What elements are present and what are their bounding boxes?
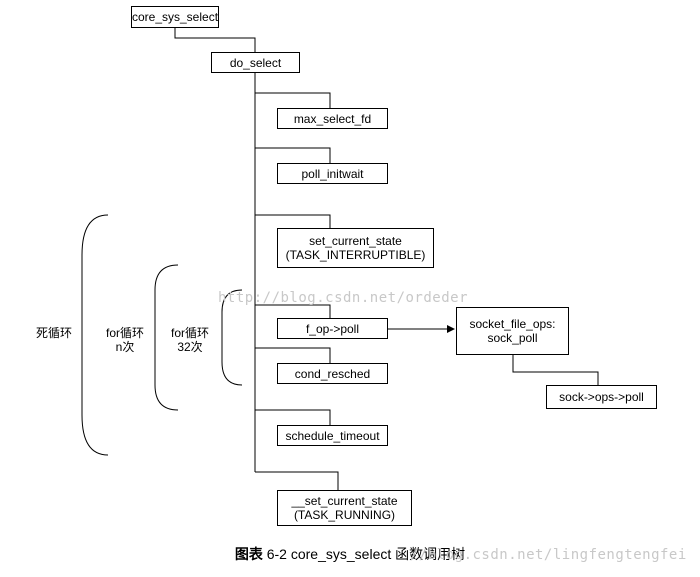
node-label: max_select_fd: [293, 111, 372, 126]
node-set-current-state-running: __set_current_state (TASK_RUNNING): [277, 490, 412, 526]
node-poll-initwait: poll_initwait: [277, 163, 388, 184]
node-label-line1: __set_current_state: [291, 494, 398, 508]
outer-loop-bracket: [81, 214, 109, 456]
connector-schedule-timeout: [255, 409, 331, 425]
node-core-sys-select: core_sys_select: [131, 6, 219, 28]
node-label: f_op->poll: [305, 321, 360, 336]
caption-number: 6-2: [266, 546, 287, 562]
node-label-line1: set_current_state: [309, 234, 402, 248]
node-sock-ops-poll: sock->ops->poll: [546, 385, 657, 409]
node-label: poll_initwait: [301, 166, 364, 181]
figure-caption: 图表 6-2 core_sys_select 函数调用树: [0, 544, 700, 564]
connector-cond-resched: [255, 347, 331, 363]
node-label: sock->ops->poll: [559, 390, 644, 404]
node-socket-file-ops: socket_file_ops: sock_poll: [456, 307, 569, 355]
node-label: schedule_timeout: [285, 428, 380, 443]
node-label: core_sys_select: [131, 10, 219, 24]
loop-label-middle-line2: n次: [115, 340, 135, 354]
node-set-current-state: set_current_state (TASK_INTERRUPTIBLE): [277, 228, 434, 268]
loop-label-outer: 死循环: [36, 326, 73, 340]
connector-sock-poll-to-ops: [512, 355, 599, 385]
node-label: do_select: [229, 55, 282, 70]
node-schedule-timeout: schedule_timeout: [277, 425, 388, 446]
connector-max-select-fd: [255, 92, 331, 108]
watermark-bottom: //blog.csdn.net/lingfengtengfei: [410, 547, 687, 563]
node-f-op-poll: f_op->poll: [277, 318, 388, 339]
node-label: cond_resched: [294, 366, 371, 381]
loop-label-inner-line2: 32次: [177, 340, 203, 354]
inner-loop-bracket: [221, 289, 243, 386]
node-cond-resched: cond_resched: [277, 363, 388, 384]
node-max-select-fd: max_select_fd: [277, 108, 388, 129]
loop-label-middle: for循环 n次: [103, 326, 147, 354]
connector-core-to-do-select: [174, 28, 256, 52]
connector-f-op-poll: [255, 304, 331, 318]
node-do-select: do_select: [211, 52, 300, 73]
middle-loop-bracket: [154, 264, 179, 411]
loop-label-middle-line1: for循环: [105, 326, 144, 340]
node-label-line2: sock_poll: [487, 331, 538, 345]
watermark-center: http://blog.csdn.net/ordeder: [218, 290, 469, 306]
caption-prefix: 图表: [234, 546, 263, 562]
node-label-line2: (TASK_RUNNING): [293, 508, 396, 522]
node-label-line2: (TASK_INTERRUPTIBLE): [285, 248, 426, 262]
connector-set-current-state: [255, 214, 331, 228]
loop-label-inner: for循环 32次: [168, 326, 212, 354]
caption-text: core_sys_select 函数调用树: [290, 546, 466, 562]
connector-poll-initwait: [255, 147, 331, 163]
loop-label-inner-line1: for循环: [170, 326, 209, 340]
connector-set-current-state-running: [255, 471, 339, 490]
node-label-line1: socket_file_ops:: [469, 317, 556, 331]
